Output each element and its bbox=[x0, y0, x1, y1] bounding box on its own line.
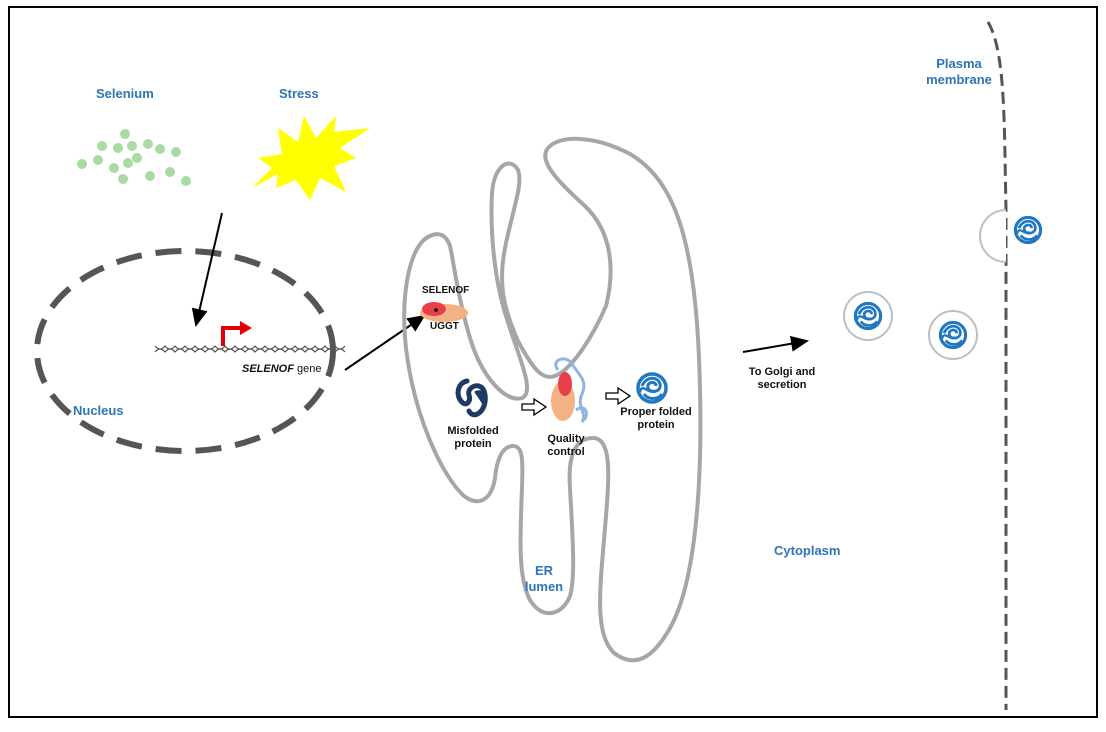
fusing-vesicle bbox=[979, 209, 1007, 263]
golgi-arrow bbox=[742, 335, 809, 353]
proper-line2: protein bbox=[637, 419, 675, 431]
stress-label: Stress bbox=[279, 86, 319, 101]
to-golgi-line2: secretion bbox=[757, 379, 807, 391]
complex-dot bbox=[434, 308, 438, 312]
selenium-label: Selenium bbox=[96, 86, 154, 101]
to-golgi-line1: To Golgi and bbox=[748, 366, 816, 378]
selenof-label: SELENOF bbox=[422, 285, 470, 296]
plasma-membrane-line1: Plasma bbox=[936, 56, 982, 71]
hollow-arrow-1 bbox=[521, 397, 548, 417]
vesicle-2 bbox=[928, 310, 978, 360]
nucleus-label: Nucleus bbox=[73, 403, 124, 418]
quality-control-complex bbox=[551, 357, 588, 423]
gene-label: SELENOF gene bbox=[242, 363, 321, 376]
er-line2: lumen bbox=[524, 579, 564, 594]
uggt-label: UGGT bbox=[430, 321, 459, 332]
to-golgi-label: To Golgi and secretion bbox=[737, 366, 827, 392]
proper-folded-label: Proper folded protein bbox=[616, 406, 696, 432]
quality-line2: control bbox=[547, 446, 585, 458]
folded-protein-icon bbox=[636, 372, 668, 404]
cytoplasm-label: Cytoplasm bbox=[774, 543, 841, 558]
signal-arrow bbox=[191, 212, 223, 327]
diagram-figure: Selenium Stress Plasma membrane Nucleus … bbox=[8, 6, 1098, 718]
plasma-membrane-label: Plasma membrane bbox=[918, 56, 1000, 88]
expression-arrow bbox=[344, 314, 426, 371]
quality-control-label: Quality control bbox=[540, 433, 592, 459]
stress-burst-icon bbox=[252, 116, 370, 200]
misfolded-line1: Misfolded bbox=[447, 425, 499, 437]
diagram-canvas bbox=[34, 21, 1043, 710]
gene-name: SELENOF bbox=[242, 363, 294, 375]
misfolded-protein-icon bbox=[455, 378, 488, 418]
misfolded-protein-label: Misfolded protein bbox=[438, 425, 508, 451]
hollow-arrow-2 bbox=[605, 386, 632, 406]
er-line1: ER bbox=[534, 563, 554, 578]
dna-helix-icon bbox=[154, 345, 346, 353]
proper-line1: Proper folded bbox=[620, 406, 692, 418]
selenium-dots-icon bbox=[77, 129, 191, 186]
promoter-arrow-icon bbox=[221, 321, 252, 346]
folded-protein-icon bbox=[1013, 215, 1043, 245]
plasma-membrane-line2: membrane bbox=[926, 72, 992, 87]
plasma-membrane bbox=[986, 21, 1008, 710]
er-lumen-label: ER lumen bbox=[518, 563, 570, 595]
er-membrane bbox=[402, 136, 703, 663]
nucleus-envelope bbox=[34, 248, 336, 454]
quality-line1: Quality bbox=[547, 433, 585, 445]
misfolded-line2: protein bbox=[454, 438, 492, 450]
vesicle-1 bbox=[843, 291, 893, 341]
selenof-blob bbox=[422, 302, 446, 316]
gene-suffix: gene bbox=[293, 363, 322, 375]
